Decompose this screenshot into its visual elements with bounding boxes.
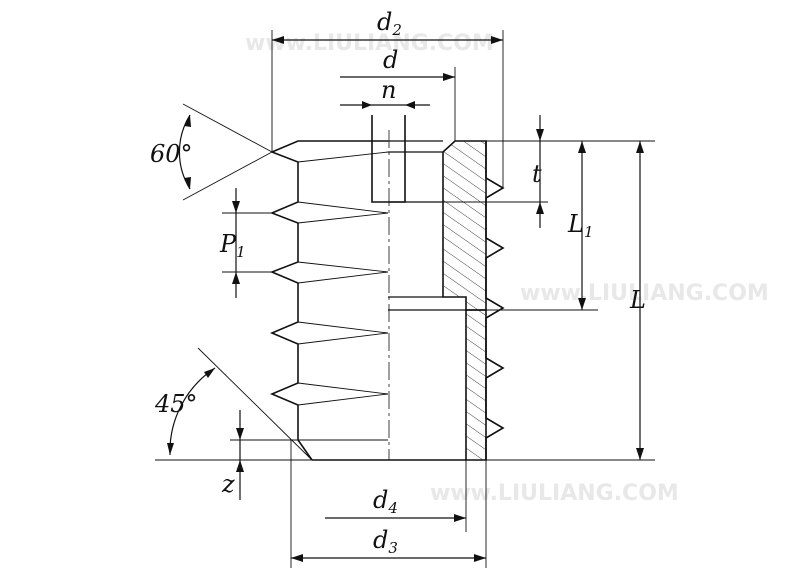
d4-arrow-right <box>454 514 466 522</box>
d4-label: d4 <box>373 486 398 517</box>
L1-label: L1 <box>567 210 593 241</box>
d3-label: d3 <box>373 526 398 557</box>
d2-arrow-right <box>491 36 503 44</box>
P1-label: P1 <box>219 230 246 261</box>
watermark-mark: www.LIULIANG.COM <box>245 31 494 56</box>
L1-arrow-bottom <box>578 298 586 310</box>
internal-bore-lines <box>388 140 466 311</box>
t-arrow-bottom <box>536 202 544 214</box>
d-arrow-right <box>443 73 455 81</box>
d-label: d <box>383 46 398 74</box>
L1-arrow-top <box>578 141 586 153</box>
t-label: t <box>532 160 542 188</box>
t-arrow-top <box>536 129 544 141</box>
P1-arrow-bottom <box>232 272 240 284</box>
section-hatched-lower <box>465 309 487 461</box>
d3-arrow-right <box>474 554 486 562</box>
n-arrow-left <box>362 101 372 109</box>
n-arrow-right <box>405 101 415 109</box>
n-label: n <box>381 76 396 104</box>
angle-45-arrow-bottom <box>167 443 174 455</box>
angle-60-leg-upper <box>182 103 273 153</box>
z-arrow-bottom <box>236 460 244 472</box>
z-arrow-top <box>236 428 244 440</box>
L-label: L <box>629 286 646 314</box>
watermark-mark-2: www.LIULIANG.COM <box>520 281 769 306</box>
angle-45-leg <box>197 347 313 461</box>
thread-profile-right <box>485 141 505 460</box>
d3-arrow-left <box>291 554 303 562</box>
d2-label: d2 <box>377 8 402 39</box>
slot-outline <box>371 115 406 203</box>
angle-60-leg-lower <box>182 151 273 201</box>
angle-45-arrow-top <box>204 368 215 378</box>
z-label: z <box>221 470 235 498</box>
angle-60-label: 60° <box>150 140 193 168</box>
P1-arrow-top <box>232 201 240 213</box>
angle-45-label: 45° <box>154 390 198 418</box>
watermark-mark-3: www.LIULIANG.COM <box>430 481 679 506</box>
section-hatched-upper <box>442 140 487 311</box>
L-arrow-bottom <box>636 448 644 460</box>
thread-crest-lines <box>297 151 389 441</box>
angle-60-arrow-bottom <box>184 177 191 189</box>
thread-profile-left <box>269 140 388 461</box>
d2-arrow-left <box>272 36 284 44</box>
L-arrow-top <box>636 141 644 153</box>
angle-60-arrow-top <box>184 115 191 127</box>
